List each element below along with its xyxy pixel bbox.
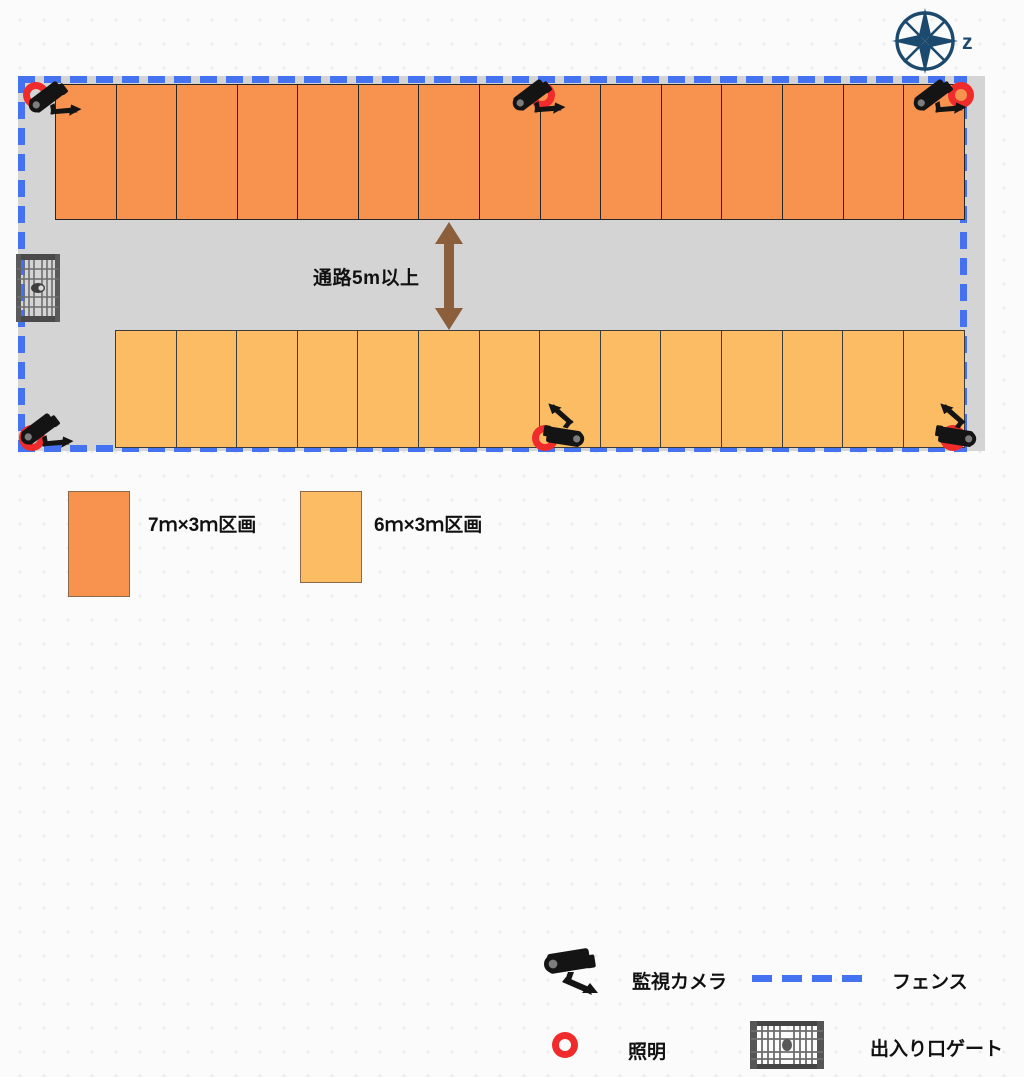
legend-swatch-bay-small — [300, 491, 362, 583]
parking-bay[interactable] — [479, 84, 542, 220]
legend-swatch-bay-large — [68, 491, 130, 597]
legend-label-bay-large: 7ｍ×3ｍ区画 — [148, 515, 257, 536]
parking-bay[interactable] — [660, 84, 723, 220]
parking-bay[interactable] — [55, 84, 117, 220]
camera-bottom-center — [531, 397, 596, 456]
camera-bottom-right — [923, 397, 988, 456]
parking-bay[interactable] — [418, 330, 481, 448]
legend-label-light: 照明 — [628, 1042, 667, 1063]
parking-bay[interactable] — [357, 84, 420, 220]
legend-label-bay-small: 6ｍ×3ｍ区画 — [374, 515, 483, 536]
parking-row-top — [55, 84, 966, 220]
double-headed-vertical-arrow-icon — [432, 222, 466, 330]
parking-bay[interactable] — [721, 330, 784, 448]
fence-bottom — [18, 445, 967, 452]
parking-bay[interactable] — [236, 84, 299, 220]
security-camera-icon — [540, 947, 604, 999]
parking-bay[interactable] — [297, 84, 360, 220]
parking-bay[interactable] — [600, 84, 663, 220]
aisle-width-label: 通路5m以上 — [313, 268, 420, 289]
parking-bay[interactable] — [176, 84, 239, 220]
legend-label-fence: フェンス — [892, 972, 968, 993]
parking-bay[interactable] — [599, 330, 662, 448]
parking-bay[interactable] — [115, 84, 178, 220]
camera-top-left — [21, 72, 89, 136]
parking-bay[interactable] — [781, 330, 844, 448]
parking-bay[interactable] — [357, 330, 420, 448]
entry-exit-gate[interactable] — [15, 252, 61, 324]
compass-label: z — [962, 31, 973, 54]
legend: 7ｍ×3ｍ区画 6ｍ×3ｍ区画 監視カメラ フェンス 照明 — [0, 462, 1024, 1069]
parking-bay[interactable] — [236, 330, 299, 448]
parking-bay[interactable] — [721, 84, 784, 220]
parking-bay[interactable] — [781, 84, 844, 220]
parking-bay[interactable] — [842, 330, 905, 448]
light-top-right — [948, 82, 974, 108]
legend-label-gate: 出入り口ゲート — [870, 1039, 1004, 1060]
parking-bay[interactable] — [296, 330, 359, 448]
parking-bay[interactable] — [842, 84, 905, 220]
parking-row-bottom — [115, 330, 965, 448]
parking-bay[interactable] — [478, 330, 541, 448]
fence-top — [18, 76, 967, 83]
camera-top-center — [505, 70, 573, 134]
parking-bay[interactable] — [175, 330, 238, 448]
parking-bay[interactable] — [660, 330, 723, 448]
parking-lot-diagram: z 通路5m以上 — [0, 5, 1024, 1069]
legend-label-camera: 監視カメラ — [632, 972, 728, 993]
compass-rose-icon: z — [888, 5, 983, 75]
camera-bottom-left — [13, 404, 81, 468]
red-ring-light-icon — [552, 1032, 578, 1058]
camera-top-right — [906, 70, 974, 134]
fence-left — [18, 76, 25, 452]
fence-right — [960, 76, 967, 452]
parking-bay[interactable] — [115, 330, 177, 448]
blue-dashed-line-icon — [752, 975, 870, 982]
parking-bay[interactable] — [418, 84, 481, 220]
gate-icon — [748, 1018, 826, 1072]
